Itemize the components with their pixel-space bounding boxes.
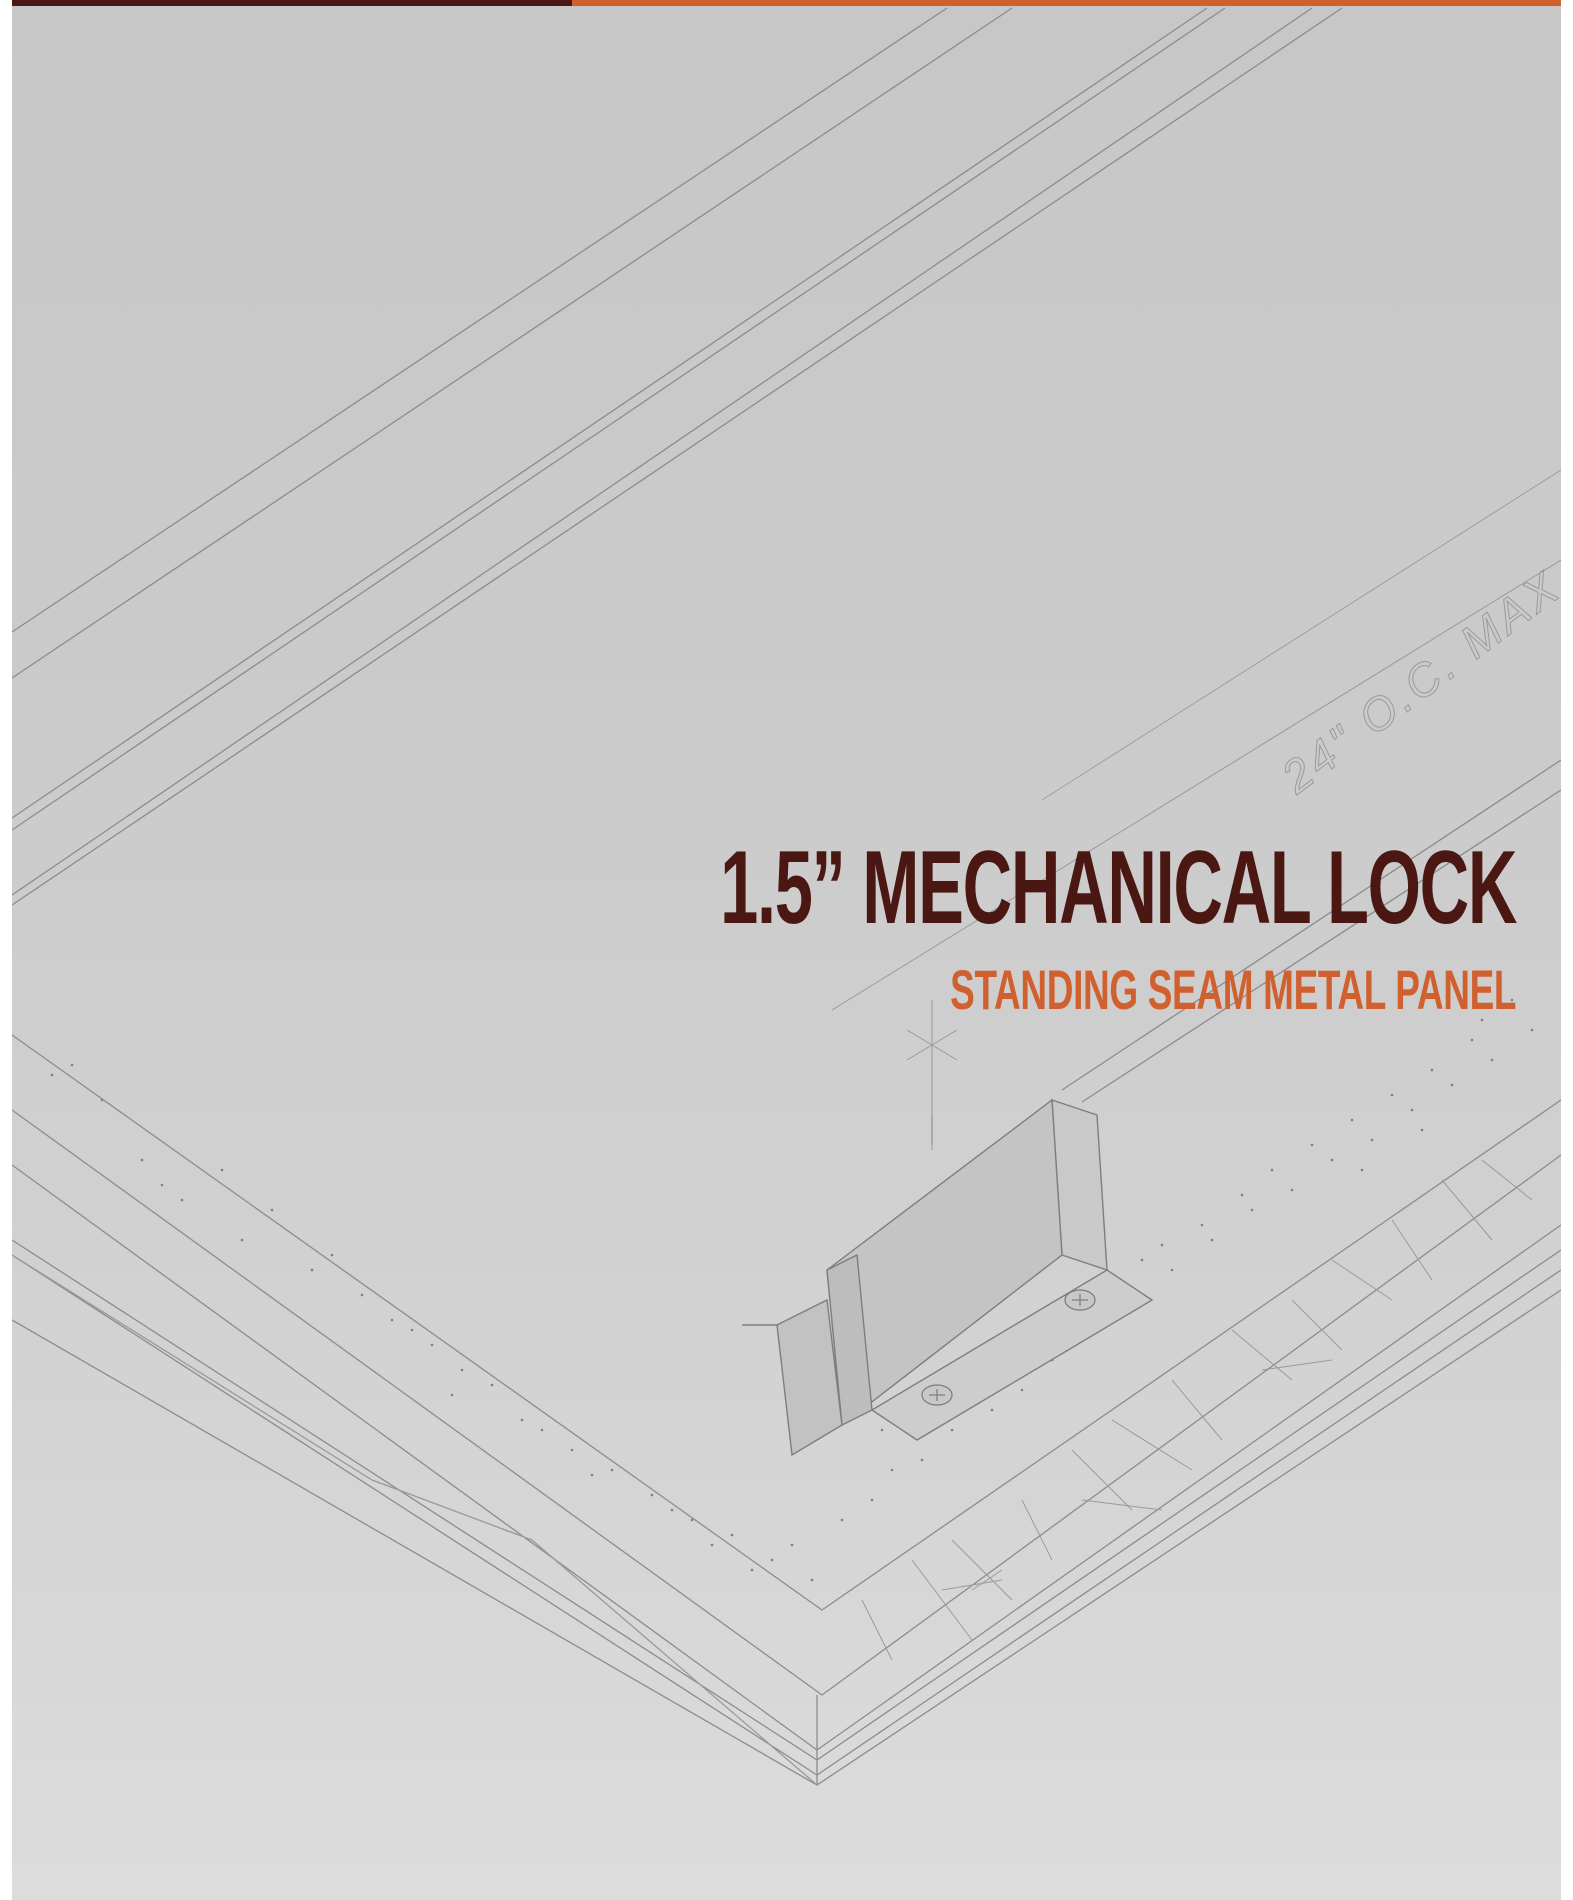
- seam-line: [12, 7, 1313, 896]
- deck-edge: [12, 1164, 1561, 1751]
- seam-line: [1081, 789, 1561, 1103]
- page-title: 1.5” MECHANICAL LOCK: [719, 830, 1517, 946]
- seam-line: [12, 7, 1208, 819]
- wood-grain: [1261, 1359, 1333, 1371]
- seam-line: [12, 7, 948, 633]
- wood-grain: [911, 1559, 973, 1641]
- wood-grain: [951, 1539, 1013, 1601]
- dimension-line: [1041, 469, 1561, 801]
- panel-leg: [776, 1298, 843, 1457]
- seam-line: [12, 7, 1343, 906]
- deck-edge: [12, 1034, 1561, 1611]
- wood-grain: [941, 1579, 1003, 1591]
- seam-line: [12, 7, 1226, 831]
- wood-grain: [1021, 1499, 1053, 1561]
- wood-grain: [1391, 1219, 1433, 1281]
- top-bar-dark-segment: [12, 0, 572, 6]
- seam-line: [1061, 759, 1561, 1091]
- wood-grain: [1071, 1449, 1133, 1511]
- top-accent-bar: [12, 0, 1561, 6]
- wood-grain: [1231, 1329, 1293, 1381]
- deck-edge: [12, 1239, 1561, 1761]
- screws: [921, 1289, 1096, 1406]
- reference-crosshair: [906, 1000, 958, 1150]
- title-block: 1.5” MECHANICAL LOCK STANDING SEAM METAL…: [310, 830, 1517, 1021]
- wood-grain: [1331, 1259, 1393, 1301]
- wood-grain: [1441, 1179, 1493, 1241]
- wood-grain: [1291, 1299, 1343, 1351]
- seam-line: [12, 7, 1013, 679]
- wood-grain: [1111, 1419, 1193, 1471]
- wood-grain: [1081, 1499, 1163, 1511]
- wood-grain: [861, 1599, 893, 1661]
- technical-line-drawing: 24" O.C. MAX.: [12, 7, 1561, 1786]
- deck-edge: [12, 1254, 818, 1786]
- dimension-label: 24" O.C. MAX.: [1271, 550, 1561, 804]
- cover-page: 24" O.C. MAX. 1.5” MECHANICAL LOCK STAND…: [12, 0, 1561, 1900]
- seam-line: [831, 559, 1561, 1011]
- wood-grain: [1481, 1159, 1533, 1201]
- top-bar-orange-segment: [572, 0, 1561, 6]
- wood-grain: [971, 1569, 1003, 1591]
- wood-grain: [1171, 1379, 1223, 1441]
- page-subtitle: STANDING SEAM METAL PANEL: [949, 958, 1516, 1021]
- deck-edge: [12, 1109, 1561, 1696]
